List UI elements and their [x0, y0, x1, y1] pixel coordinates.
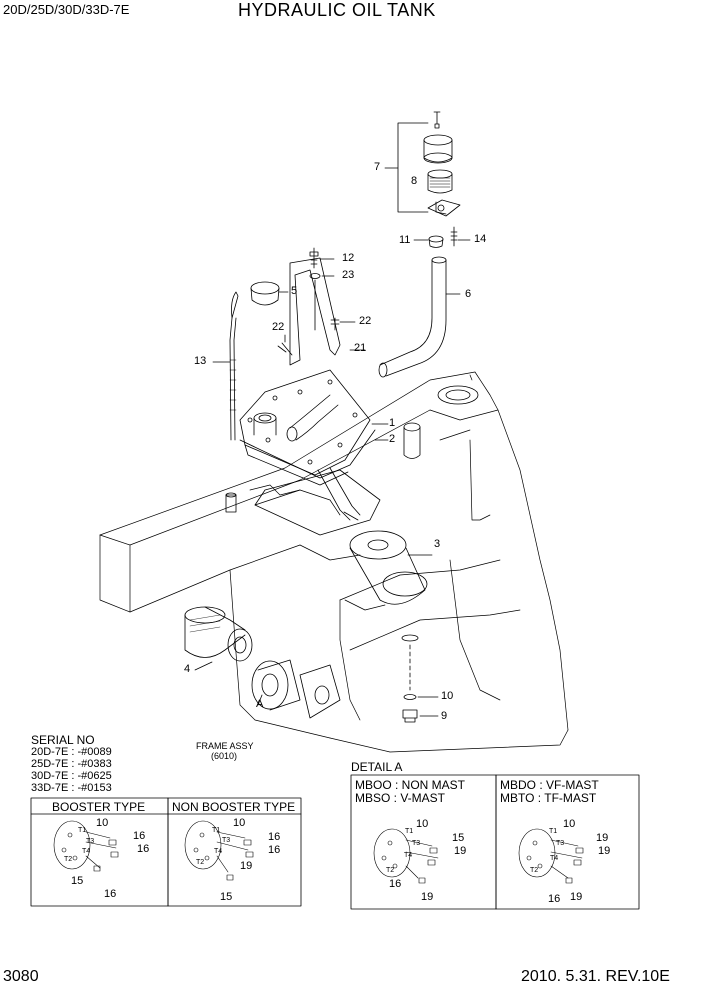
serial-title: SERIAL NO — [31, 733, 95, 747]
detail-a-left-label-t3: T3 — [412, 840, 421, 847]
detail-a-right-label-19c: 19 — [570, 891, 583, 903]
callout-13: 13 — [194, 355, 207, 367]
detail-a-right-label-16: 16 — [548, 893, 561, 905]
detail-a-left-label-10: 10 — [416, 818, 429, 830]
tank-cover — [239, 369, 389, 536]
callout-6: 6 — [465, 288, 472, 300]
booster-label-t4: T4 — [82, 848, 91, 855]
model-label: 20D/25D/30D/33D-7E — [3, 2, 130, 17]
serial-row: 30D-7E : -#0625 — [31, 770, 112, 782]
non-booster-label-15: 15 — [220, 891, 233, 903]
serial-row: 33D-7E : -#0153 — [31, 782, 112, 794]
booster-label-t2: T2 — [64, 856, 73, 863]
non-booster-label-16b: 16 — [268, 844, 281, 856]
booster-boxes — [30, 797, 302, 907]
detail-a-boxes — [350, 774, 640, 910]
detail-a-right-label-t2: T2 — [530, 867, 539, 874]
filler-cap — [250, 281, 289, 306]
booster-label-16b: 16 — [137, 843, 150, 855]
return-hose — [378, 256, 461, 378]
detail-a-right-label-19b: 19 — [598, 845, 611, 857]
non-booster-label-19: 19 — [240, 860, 253, 872]
non-booster-label-10: 10 — [233, 817, 246, 829]
breather-assembly — [384, 111, 461, 217]
detail-a-right-label-t4: T4 — [550, 855, 559, 862]
callout-7: 7 — [374, 161, 381, 173]
serial-row: 25D-7E : -#0383 — [31, 758, 112, 770]
flange-assembly — [251, 659, 341, 719]
callout-1: 1 — [389, 417, 396, 429]
detail-a-left-line1: MBOO : NON MAST — [355, 778, 466, 792]
page-title: HYDRAULIC OIL TANK — [238, 0, 436, 20]
detail-a-left-label-15: 15 — [452, 832, 465, 844]
booster-label-t3: T3 — [86, 838, 95, 845]
callout-21: 21 — [354, 342, 367, 354]
booster-label-16c: 16 — [104, 888, 117, 900]
detail-a-title: DETAIL A — [351, 760, 403, 774]
callout-9: 9 — [441, 710, 448, 722]
non-booster-label-t1: T1 — [212, 827, 221, 834]
dipstick — [212, 291, 239, 513]
non-booster-valve-sketch — [184, 820, 254, 881]
detail-a-right-line1: MBDO : VF-MAST — [500, 778, 599, 792]
detail-a-left-label-16: 16 — [389, 878, 402, 890]
detail-a-right-label-10: 10 — [563, 818, 576, 830]
callout-22-right: 22 — [359, 315, 372, 327]
callout-8: 8 — [411, 175, 418, 187]
frame-assy-label: FRAME ASSY — [196, 741, 254, 751]
non-booster-title: NON BOOSTER TYPE — [172, 800, 296, 814]
detail-a-left-label-19b: 19 — [421, 891, 434, 903]
callout-4: 4 — [184, 663, 191, 675]
callout-2: 2 — [389, 433, 396, 445]
detail-a-left-sketch — [373, 828, 439, 884]
detail-a-right-label-t1: T1 — [549, 828, 558, 835]
callout-5: 5 — [291, 285, 298, 297]
detail-a-right-sketch — [518, 828, 584, 884]
detail-a-right-line2: MBTO : TF-MAST — [500, 791, 597, 805]
side-boss — [403, 385, 479, 459]
callout-22-left: 22 — [272, 321, 285, 333]
callout-11: 11 — [399, 234, 411, 246]
date-revision: 2010. 5.31. REV.10E — [521, 968, 670, 985]
non-booster-label-t2: T2 — [196, 859, 205, 866]
booster-label-15: 15 — [71, 875, 84, 887]
serial-row: 20D-7E : -#0089 — [31, 746, 112, 758]
booster-title: BOOSTER TYPE — [52, 800, 146, 814]
detail-ref-a: A — [256, 698, 264, 710]
callout-12: 12 — [342, 252, 355, 264]
detail-a-left-label-t2: T2 — [386, 867, 395, 874]
non-booster-label-t3: T3 — [222, 837, 231, 844]
non-booster-label-16a: 16 — [268, 831, 281, 843]
callout-3: 3 — [434, 538, 441, 550]
detail-a-right-label-19a: 19 — [596, 832, 609, 844]
callout-14: 14 — [474, 233, 487, 245]
booster-label-10: 10 — [96, 817, 109, 829]
return-filter — [184, 606, 253, 671]
frame-body — [99, 371, 569, 753]
frame-assy-code: (6010) — [211, 751, 238, 761]
callout-23: 23 — [342, 269, 355, 281]
detail-a-left-label-19a: 19 — [454, 845, 467, 857]
booster-label-t1: T1 — [78, 827, 87, 834]
detail-a-left-line2: MBSO : V-MAST — [355, 791, 446, 805]
callout-10: 10 — [441, 690, 454, 702]
suction-strainer — [349, 530, 433, 605]
detail-a-left-label-t4: T4 — [404, 852, 413, 859]
booster-label-16a: 16 — [133, 830, 146, 842]
adapter-parts — [413, 226, 471, 248]
detail-a-left-label-t1: T1 — [405, 828, 414, 835]
non-booster-label-t4: T4 — [214, 848, 223, 855]
booster-valve-sketch — [53, 820, 119, 872]
detail-a-right-label-t3: T3 — [556, 840, 565, 847]
bracket — [277, 257, 366, 366]
page-number: 3080 — [3, 968, 39, 985]
drain-plug — [401, 634, 439, 723]
